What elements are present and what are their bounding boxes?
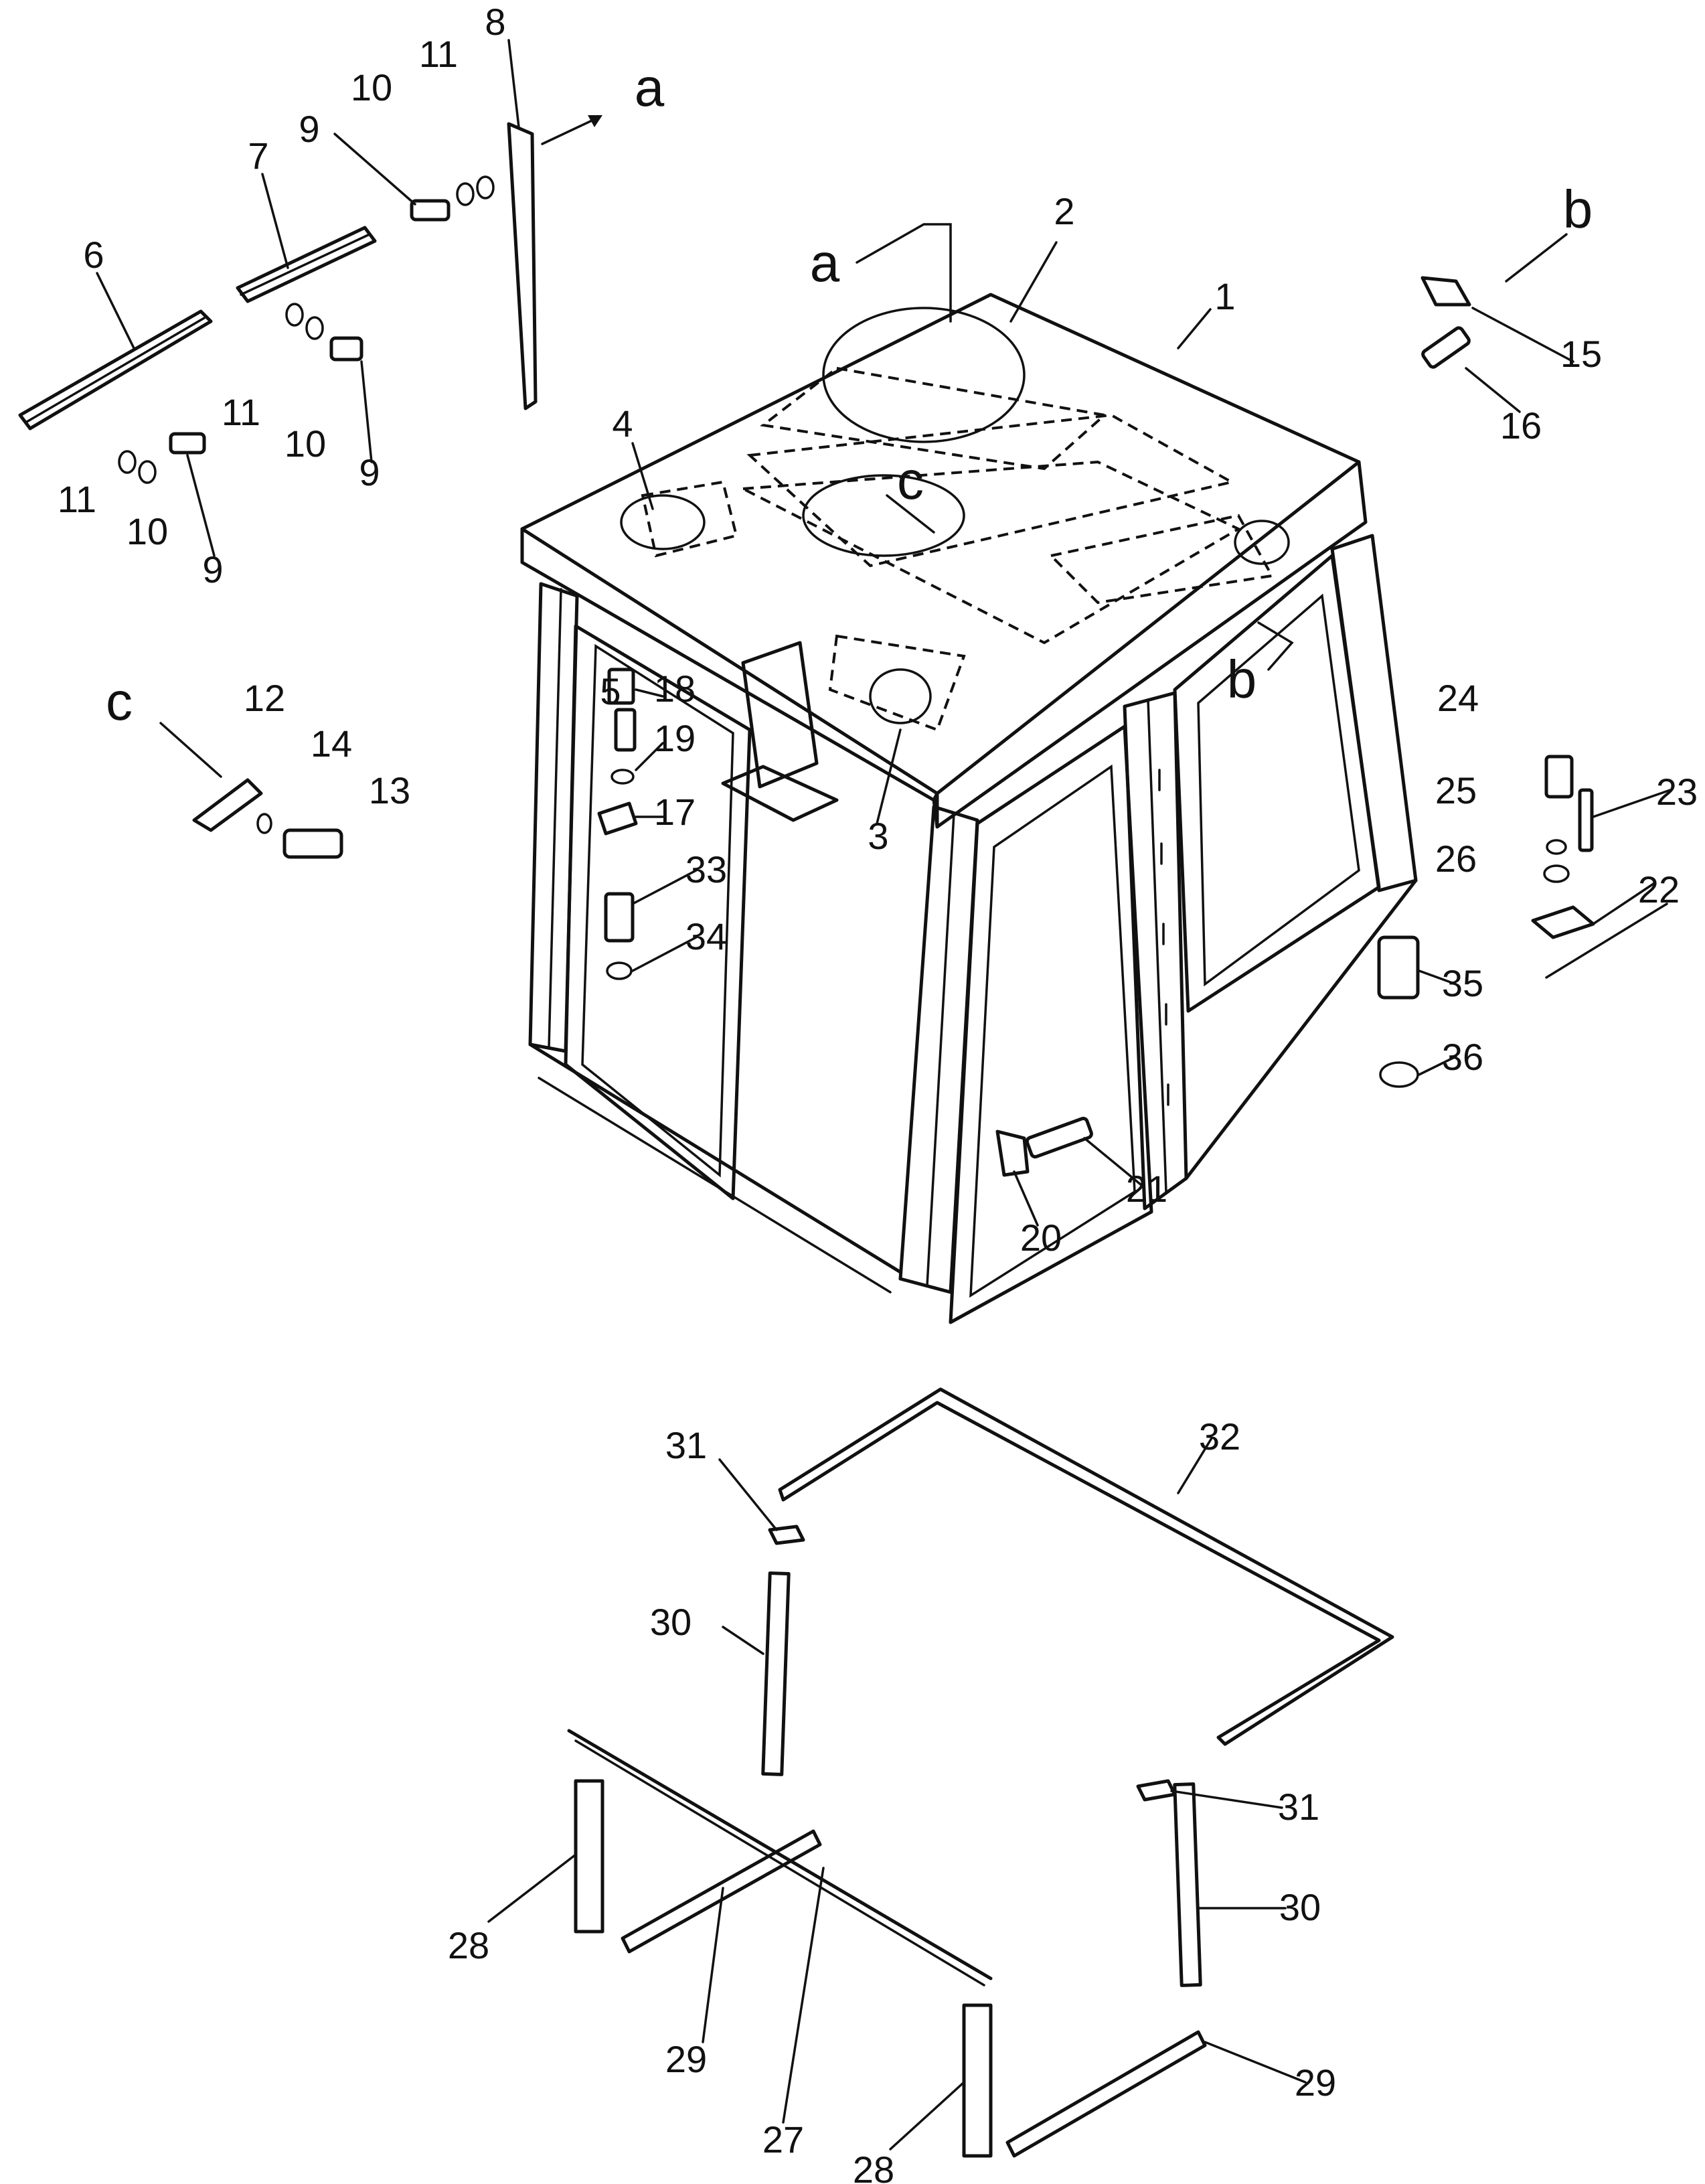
seal-strips [567, 1387, 1394, 2158]
part-number-label: 12 [244, 677, 285, 719]
part-number-label: 33 [685, 848, 727, 890]
part-number-label: 28 [853, 2149, 894, 2184]
part-number-label: 3 [868, 815, 888, 857]
part-number-label: 5 [600, 670, 621, 712]
part-number-label: 24 [1437, 677, 1479, 719]
part-number-label: 19 [654, 717, 696, 759]
part-number-label: 10 [285, 422, 326, 465]
part-number-label: 31 [1278, 1786, 1319, 1828]
part-number-label: 11 [58, 478, 96, 520]
part-number-label: 1 [1214, 275, 1235, 317]
part-number-label: 18 [654, 668, 696, 710]
view-letter-label: b [1563, 179, 1593, 239]
callout-labels: 1234567891011111091110912131415161718192… [58, 1, 1698, 2184]
part-number-label: 30 [1279, 1886, 1321, 1928]
part-number-label: 14 [311, 722, 352, 765]
part-number-label: 35 [1442, 962, 1483, 1004]
part-number-label: 13 [369, 769, 410, 811]
view-letter-label: c [897, 451, 924, 510]
part-number-label: 32 [1199, 1415, 1240, 1458]
view-letter-label: a [810, 233, 840, 293]
part-number-label: 23 [1656, 771, 1698, 813]
part-number-label: 20 [1020, 1217, 1062, 1259]
part-number-label: 21 [1126, 1168, 1167, 1210]
roof-trim-rail-6 [18, 309, 213, 431]
part-number-label: 16 [1500, 404, 1542, 447]
cab-frame [520, 293, 1418, 1324]
part-number-label: 29 [665, 2038, 707, 2080]
view-marks: a a b b c c [106, 58, 1593, 731]
part-number-label: 34 [685, 915, 727, 957]
roof-trim-rail-7 [236, 226, 377, 303]
part-number-label: 11 [222, 391, 260, 433]
part-number-label: 2 [1054, 190, 1074, 232]
part-number-label: 10 [351, 66, 392, 108]
part-number-label: 30 [650, 1601, 692, 1643]
view-letter-label: c [106, 672, 133, 731]
part-number-label: 9 [299, 108, 319, 150]
part-number-label: 8 [485, 1, 505, 43]
part-number-label: 9 [359, 451, 380, 493]
part-number-label: 22 [1638, 868, 1680, 911]
part-number-label: 6 [83, 234, 104, 276]
part-number-label: 31 [665, 1424, 707, 1466]
part-number-label: 25 [1435, 769, 1477, 811]
part-number-label: 27 [762, 2118, 804, 2161]
view-letter-label: a [635, 58, 665, 117]
part-number-label: 9 [202, 548, 223, 591]
part-number-label: 36 [1442, 1036, 1483, 1078]
part-number-label: 11 [419, 33, 458, 75]
part-number-label: 17 [654, 791, 696, 833]
vertical-rail-8 [507, 122, 538, 410]
leader-lines [96, 39, 1672, 2151]
part-number-label: 4 [612, 402, 633, 445]
bolts-and-washers [118, 175, 1595, 1177]
part-number-label: 28 [448, 1924, 489, 1966]
part-number-label: 26 [1435, 838, 1477, 880]
view-letter-label: b [1227, 649, 1257, 709]
roof-hidden-covers [620, 307, 1290, 732]
part-number-label: 15 [1560, 333, 1602, 375]
part-number-label: 7 [248, 135, 268, 177]
part-number-label: 10 [127, 510, 168, 552]
part-number-label: 29 [1295, 2061, 1336, 2104]
